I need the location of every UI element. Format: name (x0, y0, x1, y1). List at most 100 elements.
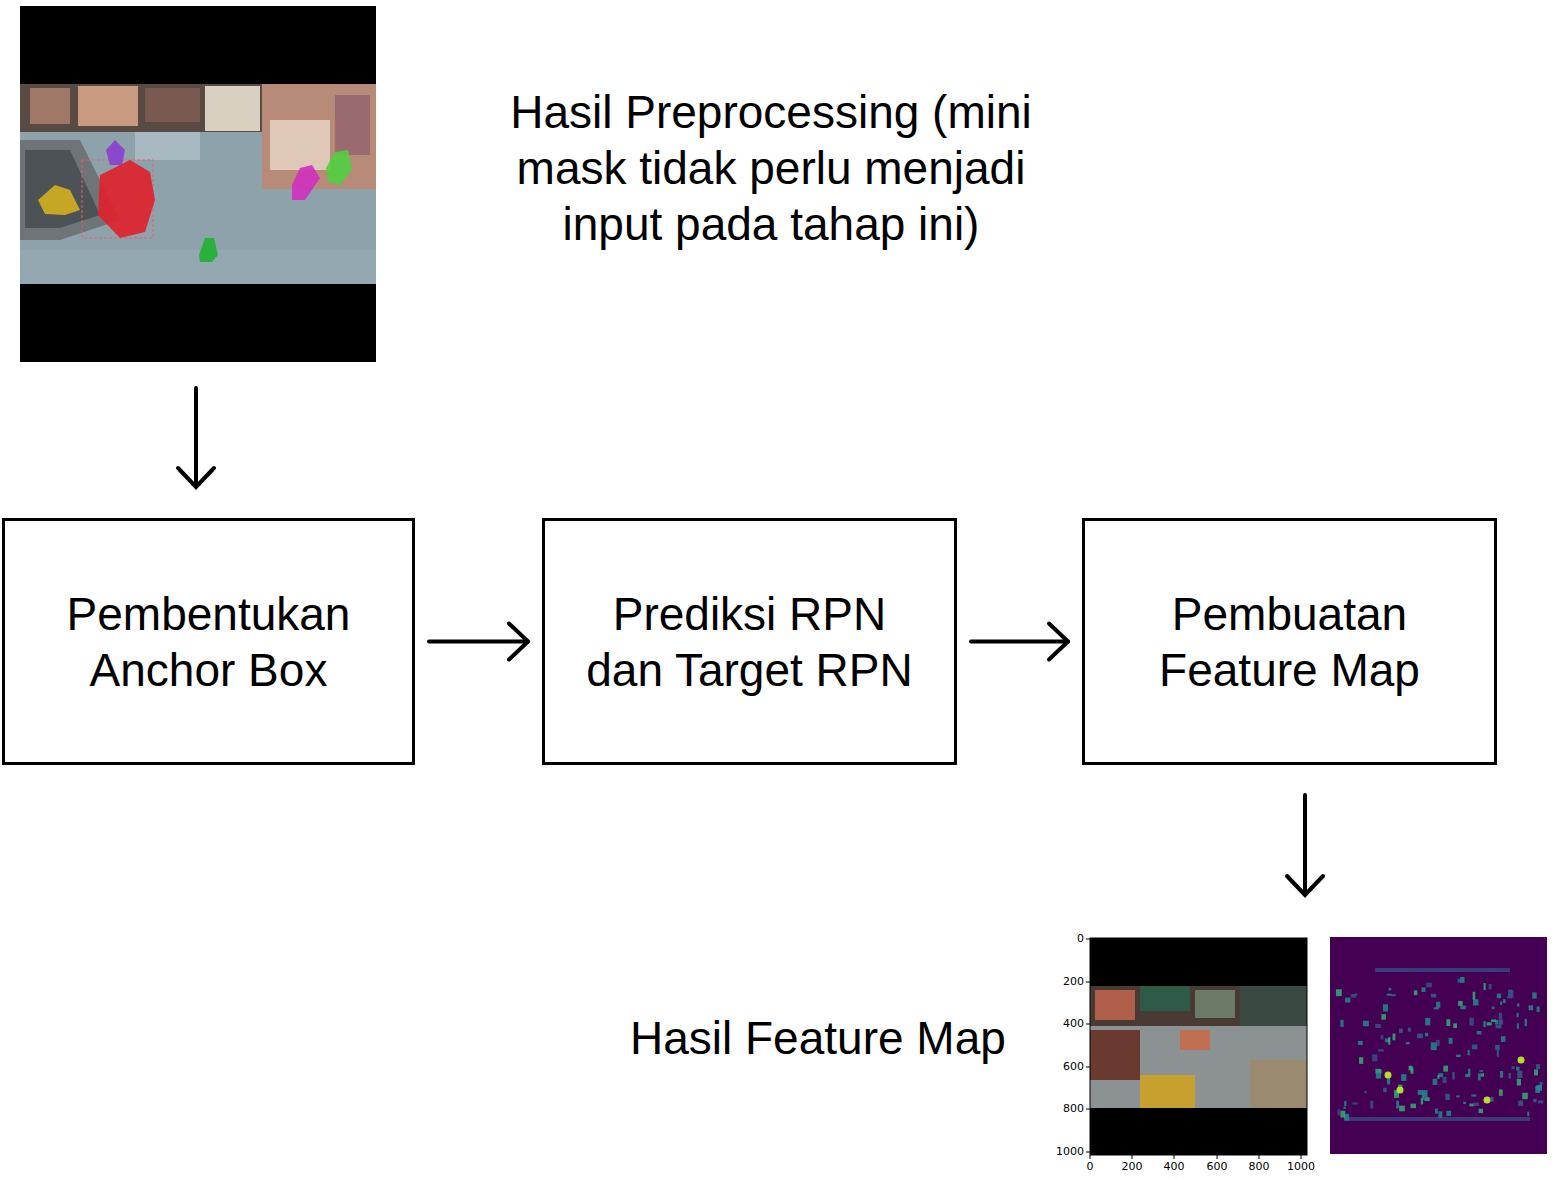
feature-activation (1389, 988, 1392, 991)
feature-activation (1517, 1079, 1521, 1086)
axis-tick: 200 (1040, 975, 1084, 989)
feature-activation (1343, 1107, 1346, 1109)
result-label: Hasil Feature Map (630, 1010, 1030, 1066)
feature-activation (1536, 1064, 1540, 1069)
axis-tick: 200 (1112, 1160, 1152, 1174)
feature-activation (1340, 1111, 1345, 1118)
feature-activation (1385, 1072, 1392, 1079)
feature-activation (1344, 1101, 1346, 1106)
connector-line (429, 640, 528, 644)
feature-activation (1436, 1040, 1439, 1046)
feature-activation (1434, 1007, 1439, 1009)
feature-map-image (1330, 937, 1547, 1154)
feature-activation (1381, 1035, 1384, 1039)
feature-activation (1375, 1069, 1381, 1073)
feature-activation (1442, 1077, 1446, 1083)
feature-activation (1446, 1019, 1450, 1026)
feature-activation (1445, 1094, 1449, 1100)
feature-activation (1512, 1066, 1515, 1069)
feature-activation (1483, 1021, 1485, 1027)
feature-activation (1497, 994, 1501, 998)
feature-activation (1533, 1099, 1536, 1102)
feature-activation (1425, 1018, 1430, 1025)
feature-activation (1472, 1044, 1478, 1049)
feature-activation (1396, 1101, 1399, 1109)
feature-activation (1399, 1106, 1405, 1112)
feature-activation (1499, 1013, 1502, 1020)
feature-activation (1460, 1006, 1465, 1010)
feature-activation (1481, 1073, 1484, 1076)
feature-activation (1433, 1079, 1438, 1085)
feature-activation (1499, 1089, 1503, 1095)
feature-activation (1417, 1034, 1423, 1039)
feature-activation (1401, 1074, 1406, 1081)
axis-tick: 400 (1154, 1160, 1194, 1174)
feature-activation (1435, 1109, 1438, 1114)
caption-note: Hasil Preprocessing (mini mask tidak per… (466, 84, 1076, 252)
connector-line (971, 640, 1068, 644)
feature-activation (1372, 1054, 1377, 1061)
feature-activation (1471, 1095, 1476, 1097)
feature-activation (1500, 1071, 1503, 1078)
feature-activation (1469, 1018, 1474, 1026)
feature-activation (1490, 1097, 1493, 1102)
feature-activation (1499, 1020, 1503, 1025)
feature-activation (1345, 998, 1350, 1003)
feature-activation (1489, 984, 1492, 989)
feature-activation (1370, 1101, 1373, 1109)
feature-activation (1456, 1055, 1461, 1057)
feature-activation (1449, 1038, 1453, 1044)
feature-activation (1421, 987, 1425, 992)
feature-activation (1495, 1045, 1500, 1050)
feature-activation (1375, 1024, 1381, 1028)
feature-activation (1487, 1022, 1492, 1025)
process-box: Pembentukan Anchor Box (2, 518, 415, 765)
feature-activation (1406, 1042, 1410, 1044)
feature-activation (1443, 1066, 1448, 1072)
feature-activation (1446, 1111, 1451, 1116)
feature-activation (1479, 1109, 1484, 1113)
feature-activation (1336, 989, 1342, 996)
feature-activation (1431, 1042, 1437, 1050)
feature-activation (1538, 1100, 1543, 1103)
feature-activation (1463, 1102, 1466, 1104)
feature-activation (1525, 1019, 1527, 1026)
axis-tick: 1000 (1281, 1160, 1321, 1174)
feature-activation (1383, 1004, 1388, 1011)
feature-activation (1363, 1021, 1369, 1027)
feature-activation (1458, 979, 1461, 983)
feature-activation (1438, 1111, 1442, 1118)
feature-activation (1431, 994, 1436, 998)
axis-tick: 600 (1040, 1060, 1084, 1074)
feature-activation (1478, 1073, 1481, 1080)
box-label: Pembentukan Anchor Box (34, 586, 384, 698)
feature-activation (1426, 983, 1432, 988)
feature-activation (1437, 1075, 1439, 1079)
feature-activation (1387, 1078, 1390, 1085)
feature-activation (1518, 1101, 1523, 1106)
feature-activation (1387, 994, 1392, 996)
result-plot (1086, 938, 1307, 1159)
feature-activation (1397, 1087, 1404, 1094)
process-box: Prediksi RPN dan Target RPN (542, 518, 957, 765)
feature-activation (1527, 1112, 1529, 1116)
feature-activation (1518, 1057, 1525, 1064)
box-label: Pembuatan Feature Map (1115, 586, 1465, 698)
feature-activation (1422, 1093, 1424, 1101)
feature-activation (1517, 1071, 1522, 1078)
feature-activation (1473, 999, 1479, 1005)
feature-activation (1381, 1014, 1386, 1020)
feature-activation (1492, 1007, 1495, 1010)
feature-activation (1473, 1102, 1479, 1106)
feature-activation (1340, 1020, 1343, 1027)
feature-activation (1424, 1097, 1429, 1101)
feature-activation (1414, 990, 1417, 995)
feature-activation (1517, 1013, 1519, 1017)
preprocessed-image (20, 6, 376, 362)
feature-activation (1359, 1057, 1363, 1064)
feature-activation (1497, 1050, 1499, 1057)
feature-activation (1495, 1020, 1498, 1024)
feature-activation (1383, 1088, 1387, 1093)
feature-activation (1458, 1001, 1463, 1006)
feature-activation (1532, 992, 1536, 998)
